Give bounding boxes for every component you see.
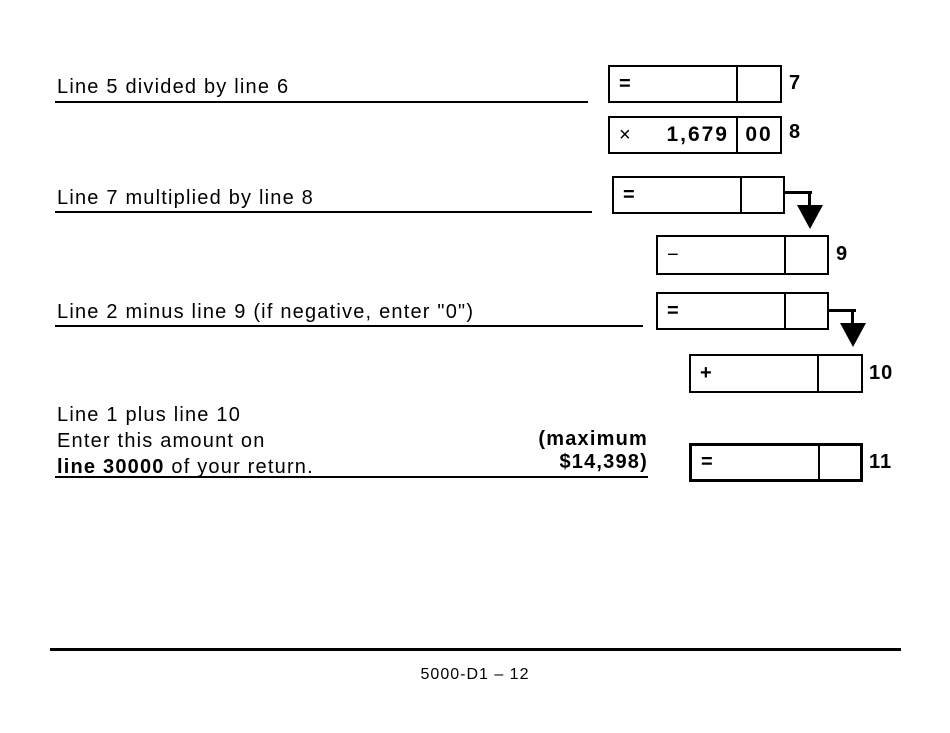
row-label-line5-divided-line6: Line 5 divided by line 6 <box>57 76 290 98</box>
line-number-8: 8 <box>789 121 802 143</box>
equals-operator: = <box>667 299 679 322</box>
multiply-operator: × <box>619 123 631 146</box>
label-underline <box>55 476 648 478</box>
intermediate-result-box-2: = <box>656 292 829 330</box>
line7-result-box: = <box>608 65 782 103</box>
line11-cents-field[interactable] <box>820 446 860 479</box>
maximum-note-line1: (maximum <box>538 428 648 450</box>
maximum-note-line2: $14,398) <box>559 451 648 473</box>
row-label-line7-multiplied-line8: Line 7 multiplied by line 8 <box>57 187 314 209</box>
row-label-final-block: Line 1 plus line 10 Enter this amount on… <box>57 402 314 480</box>
line10-box: + <box>689 354 863 393</box>
line9-box: − <box>656 235 829 275</box>
minus-operator: − <box>667 243 679 266</box>
flow-arrow-down-icon <box>808 191 811 207</box>
intermediate-cents-field[interactable] <box>786 294 827 328</box>
line-30000-reference: line 30000 <box>57 456 165 478</box>
intermediate-result-box-1: = <box>612 176 785 214</box>
flow-arrow-down-icon <box>827 309 856 312</box>
maximum-amount-note: (maximum $14,398) <box>440 428 648 474</box>
line8-cents-value: 00 <box>745 123 773 146</box>
final-label-line3-rest: of your return. <box>164 456 314 478</box>
line7-cents-field[interactable] <box>738 67 780 101</box>
line-number-10: 10 <box>869 362 894 384</box>
page-footer-rule <box>50 648 901 651</box>
line8-rate-box: × 1,679 00 <box>608 116 782 154</box>
line11-final-box: = <box>689 443 863 482</box>
label-underline <box>55 325 643 327</box>
line-number-9: 9 <box>836 243 849 265</box>
line8-amount-value: 1,679 <box>666 123 729 146</box>
final-label-line1: Line 1 plus line 10 <box>57 404 242 426</box>
line10-cents-field[interactable] <box>819 356 861 391</box>
page-number: 5000-D1 – 12 <box>420 666 530 683</box>
final-label-line3: line 30000 of your return. <box>57 454 314 480</box>
equals-operator: = <box>623 183 635 206</box>
line-number-11: 11 <box>869 451 893 473</box>
label-underline <box>55 211 592 213</box>
row-label-line2-minus-line9: Line 2 minus line 9 (if negative, enter … <box>57 301 475 323</box>
plus-operator: + <box>700 362 712 384</box>
flow-arrow-down-icon <box>840 323 866 347</box>
final-label-line2: Enter this amount on <box>57 430 266 452</box>
label-underline <box>55 101 588 103</box>
flow-arrow-down-icon <box>851 309 854 325</box>
equals-operator: = <box>619 72 631 95</box>
line-number-7: 7 <box>789 72 802 94</box>
flow-arrow-down-icon <box>797 205 823 229</box>
flow-arrow-down-icon <box>783 191 812 194</box>
line9-cents-field[interactable] <box>786 237 827 273</box>
intermediate-cents-field[interactable] <box>742 178 783 212</box>
equals-operator: = <box>701 451 713 473</box>
